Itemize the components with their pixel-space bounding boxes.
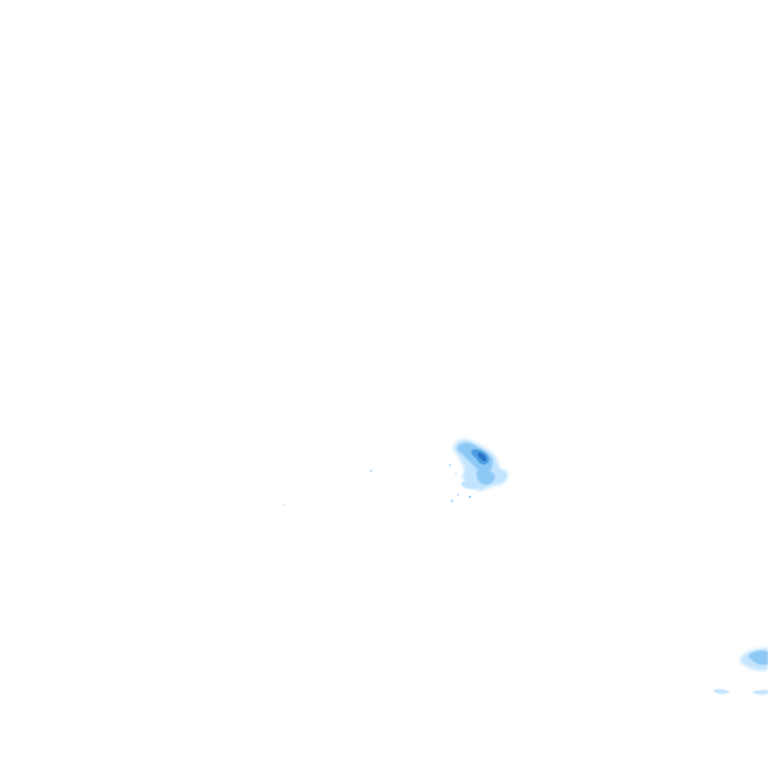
southeast-edge-echo <box>714 648 768 695</box>
central-echo-cluster <box>453 439 508 491</box>
scattered-speckles <box>283 463 472 506</box>
